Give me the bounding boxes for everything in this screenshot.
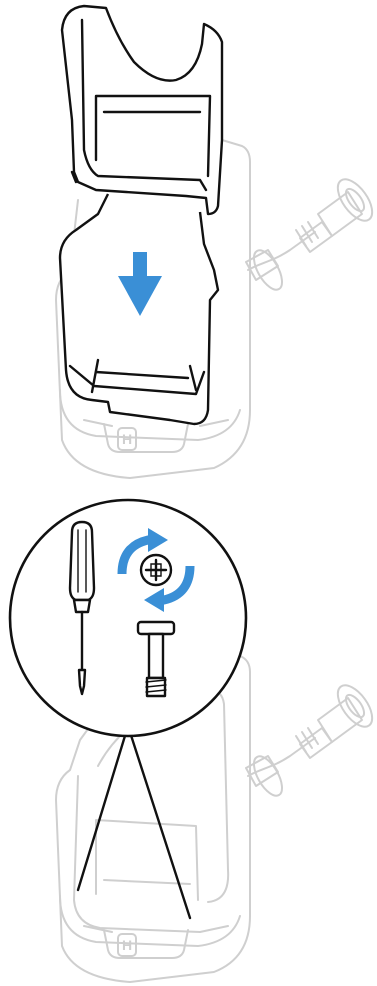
cradle-cup-insert-icon xyxy=(60,6,222,424)
step1-illustration: H xyxy=(56,6,377,478)
power-cable-icon xyxy=(246,174,377,295)
cradle-logo: H xyxy=(122,431,132,447)
cradle-logo-2: H xyxy=(122,937,132,953)
phillips-screw-head-icon xyxy=(141,555,171,585)
power-cable-icon-2 xyxy=(246,680,377,801)
step2-illustration: H xyxy=(10,500,377,982)
callout-circle-icon xyxy=(10,500,246,736)
